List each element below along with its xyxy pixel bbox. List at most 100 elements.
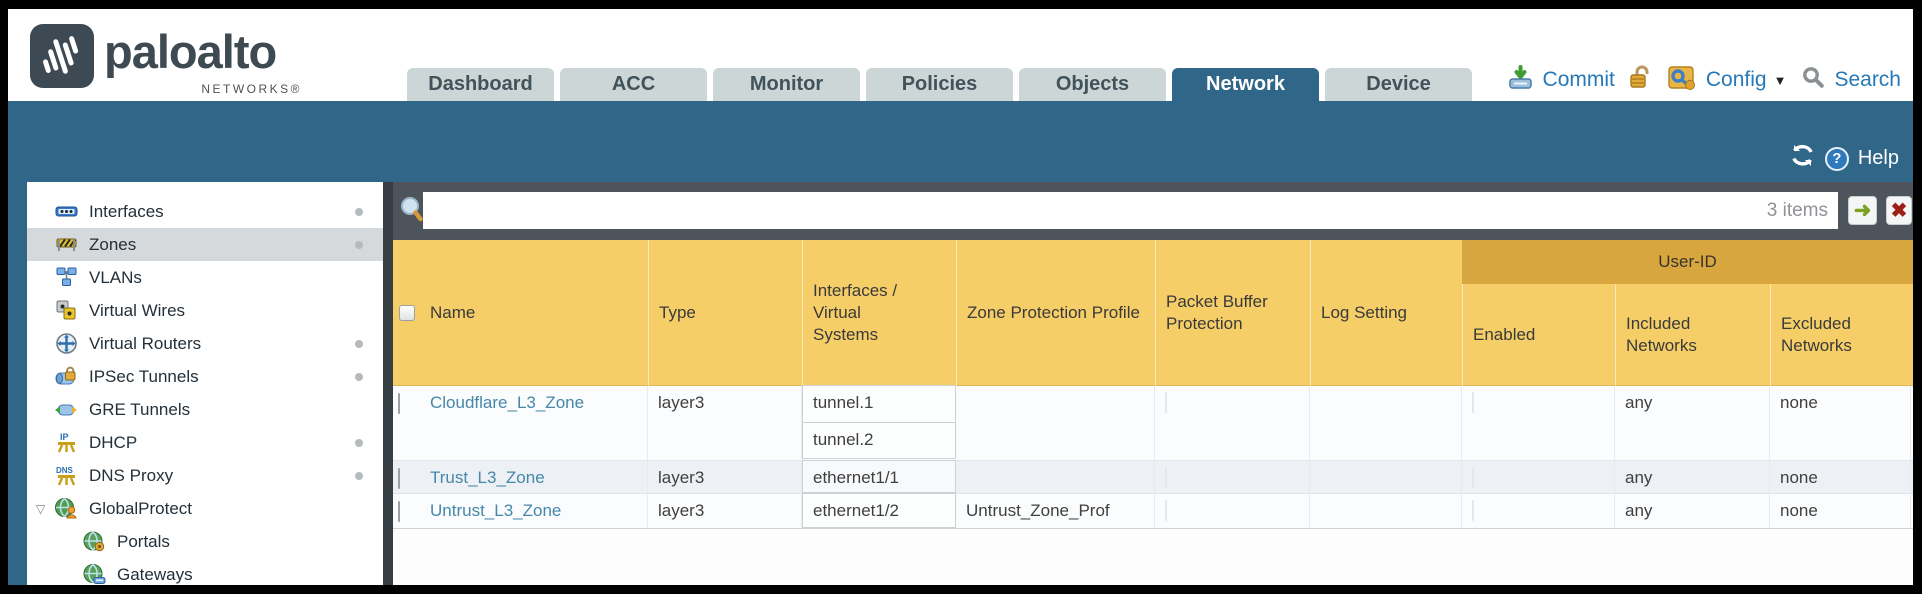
- config-dropdown-caret-icon[interactable]: ▼: [1773, 72, 1787, 88]
- filter-input-wrap: 3 items: [423, 192, 1838, 229]
- interfaces-icon: [54, 200, 78, 224]
- type-cell: layer3: [648, 386, 802, 460]
- column-header-included-networks[interactable]: Included Networks: [1615, 240, 1770, 386]
- zone-name-link[interactable]: Trust_L3_Zone: [430, 468, 545, 487]
- select-all-checkbox[interactable]: [398, 305, 415, 321]
- sidebar-item-virtual-routers[interactable]: Virtual Routers: [27, 327, 383, 360]
- column-header-packet-buffer-protection[interactable]: Packet Buffer Protection: [1155, 240, 1310, 386]
- packet-buffer-protection-cell: [1155, 461, 1310, 493]
- tab-monitor[interactable]: Monitor: [713, 68, 860, 101]
- search-button[interactable]: Search: [1834, 68, 1901, 91]
- user-id-enabled-checkbox[interactable]: [1472, 467, 1474, 488]
- column-header-name[interactable]: Name: [420, 240, 648, 386]
- tab-device[interactable]: Device: [1325, 68, 1472, 101]
- tab-network[interactable]: Network: [1172, 68, 1319, 101]
- tab-policies[interactable]: Policies: [866, 68, 1013, 101]
- sidebar-item-ipsec-tunnels[interactable]: IPSec Tunnels: [27, 360, 383, 393]
- virtual-wires-icon: [54, 299, 78, 323]
- interface-entry: tunnel.2: [802, 421, 956, 459]
- packet-buffer-checkbox[interactable]: [1165, 500, 1167, 521]
- tab-objects[interactable]: Objects: [1019, 68, 1166, 101]
- sidebar-item-globalprotect[interactable]: ▽GlobalProtect: [27, 492, 383, 525]
- sidebar-item-label: Interfaces: [89, 201, 164, 221]
- zone-name-link[interactable]: Untrust_L3_Zone: [430, 501, 562, 520]
- filter-strip: 3 items ➜ ✖: [393, 182, 1913, 240]
- column-header-log-setting[interactable]: Log Setting: [1310, 240, 1462, 386]
- sidebar-item-virtual-wires[interactable]: Virtual Wires: [27, 294, 383, 327]
- row-checkbox[interactable]: [398, 393, 400, 414]
- expand-caret-icon[interactable]: ▽: [36, 501, 46, 516]
- status-dot: [355, 471, 363, 480]
- help-label[interactable]: Help: [1857, 147, 1899, 169]
- zone-name-link[interactable]: Cloudflare_L3_Zone: [430, 393, 585, 412]
- sidebar-item-interfaces[interactable]: Interfaces: [27, 195, 383, 228]
- included-networks-cell: any: [1615, 494, 1770, 528]
- column-header-enabled[interactable]: Enabled: [1462, 240, 1615, 386]
- included-networks-cell: any: [1615, 386, 1770, 460]
- row-checkbox[interactable]: [398, 501, 400, 522]
- sidebar-item-gateways[interactable]: Gateways: [27, 558, 383, 585]
- apply-filter-button[interactable]: ➜: [1848, 196, 1877, 225]
- sidebar-item-label: Virtual Wires: [89, 300, 186, 320]
- ipsec-tunnels-icon: [54, 365, 78, 389]
- column-header-type[interactable]: Type: [648, 240, 802, 386]
- lock-icon[interactable]: [1628, 64, 1653, 97]
- status-dot: [355, 339, 363, 348]
- row-checkbox[interactable]: [398, 468, 400, 489]
- close-icon: ✖: [1890, 199, 1908, 222]
- content-empty-area: [393, 529, 1913, 585]
- excluded-networks-cell: none: [1770, 461, 1911, 493]
- packet-buffer-checkbox[interactable]: [1165, 467, 1167, 488]
- interface-entry: ethernet1/2: [802, 493, 956, 528]
- sidebar-item-label: VLANs: [89, 267, 142, 287]
- header-actions: Commit C: [1507, 61, 1901, 99]
- column-header-excluded-networks[interactable]: Excluded Networks: [1770, 240, 1911, 386]
- filter-search-icon: [399, 195, 423, 230]
- user-id-enabled-checkbox[interactable]: [1472, 500, 1474, 521]
- tab-dashboard[interactable]: Dashboard: [407, 68, 554, 101]
- portals-icon: [82, 530, 106, 554]
- column-header-interfaces-virtual-systems[interactable]: Interfaces / Virtual Systems: [802, 240, 956, 386]
- log-setting-cell: [1310, 386, 1462, 460]
- clear-filter-button[interactable]: ✖: [1886, 196, 1912, 225]
- row-select-cell: [393, 494, 420, 528]
- sidebar-item-gre-tunnels[interactable]: GRE Tunnels: [27, 393, 383, 426]
- sidebar-item-zones[interactable]: Zones: [27, 228, 383, 261]
- name-cell: Untrust_L3_Zone: [420, 494, 648, 528]
- vlans-icon: [54, 266, 78, 290]
- user-id-enabled-cell: [1462, 461, 1615, 493]
- sidebar-item-label: GRE Tunnels: [89, 399, 191, 419]
- sidebar-item-label: Portals: [117, 531, 170, 551]
- sidebar-item-portals[interactable]: Portals: [27, 525, 383, 558]
- interface-entry: ethernet1/1: [802, 460, 956, 493]
- sidebar-item-label: Zones: [89, 234, 137, 254]
- packet-buffer-checkbox[interactable]: [1165, 392, 1167, 413]
- user-id-group-header: User-ID: [1462, 240, 1913, 284]
- column-header-zone-protection-profile[interactable]: Zone Protection Profile: [956, 240, 1155, 386]
- user-id-enabled-checkbox[interactable]: [1472, 392, 1474, 413]
- left-teal-strip: [8, 182, 27, 585]
- user-id-enabled-cell: [1462, 386, 1615, 460]
- config-button[interactable]: Config: [1705, 68, 1767, 91]
- svg-text:DNS: DNS: [56, 466, 74, 475]
- brand-name: paloalto: [104, 25, 277, 78]
- status-dot: [355, 240, 363, 249]
- sidebar-item-label: DHCP: [89, 432, 138, 452]
- interfaces-cell: ethernet1/2: [802, 493, 956, 528]
- sidebar-item-vlans[interactable]: VLANs: [27, 261, 383, 294]
- virtual-routers-icon: [54, 332, 78, 356]
- packet-buffer-protection-cell: [1155, 386, 1310, 460]
- interface-entry: tunnel.1: [802, 385, 956, 423]
- sidebar-splitter[interactable]: [383, 182, 393, 585]
- teal-banner: ? Help: [8, 101, 1913, 182]
- commit-button[interactable]: Commit: [1542, 68, 1615, 91]
- column-header-label: Name: [430, 302, 476, 322]
- tab-acc[interactable]: ACC: [560, 68, 707, 101]
- filter-input[interactable]: [423, 192, 1767, 229]
- help-icon[interactable]: ?: [1824, 146, 1849, 171]
- refresh-icon[interactable]: [1789, 143, 1816, 174]
- brand-sub: NETWORKS®: [201, 82, 302, 96]
